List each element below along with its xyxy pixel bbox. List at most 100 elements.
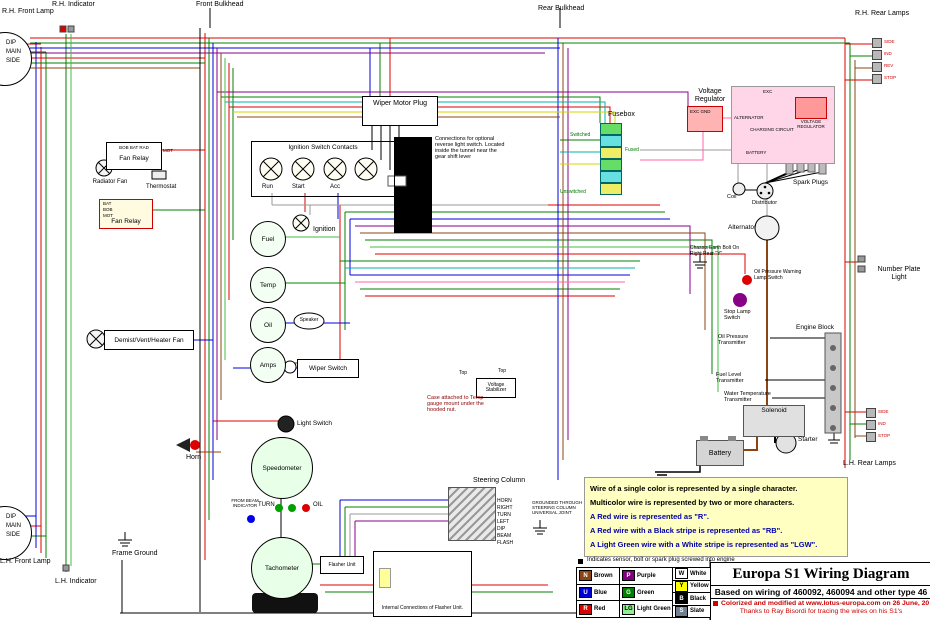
spark-plugs-label: Spark Plugs [793,179,829,186]
cluster-warning-lamps [247,504,310,523]
rh-lamp-side: SIDE [6,58,21,64]
fan-relay-2-row-bat: BAT [103,201,112,206]
legend-cell-yellow: Y Yellow [673,580,713,593]
oil-gauge-label: Oil [264,321,272,329]
legend-name-purple: Purple [637,572,656,579]
temp-gauge-label: Temp [260,281,276,289]
mot-terminal-label: MOT [163,148,173,153]
fuel-gauge: Fuel [250,221,286,257]
water-transmitter-label: Water Temperature Transmitter [724,391,771,404]
thermostat-label: Thermostat [146,184,177,190]
lh-lamp-dip: DIP [6,514,17,520]
yellow-wires [233,111,616,165]
rh-rear-side-label: SIDE [884,39,895,44]
flasher-internal-caption: Internal Connections of Flasher Unit. [381,605,464,611]
tachometer: Tachometer [251,537,313,599]
alternator-symbol [754,215,780,241]
lh-lamp-side: SIDE [6,532,21,538]
ignition-pos-run: Run [262,184,274,190]
stalk-dip: DIP [497,526,506,532]
demist-heater-fan: Demist/Vent/Heater Fan [104,330,194,350]
demist-heater-fan-label: Demist/Vent/Heater Fan [114,336,184,344]
legend-chip-r: R [579,603,592,615]
voltage-regulator-box: EXC GND [687,106,723,132]
stop-lamp-switch-symbol [733,293,747,307]
legend-name-light-green: Light Green [637,606,671,613]
oil-lamp-label: OIL [313,502,323,508]
speedometer-label: Speedometer [262,464,302,472]
fusebox-label: Fusebox [608,111,635,118]
legend-chip-g: G [622,587,635,598]
oil-gauge: Oil [250,307,286,343]
steering-column-shaft [448,487,496,541]
legend-cell-green: G Green [620,585,672,602]
ignition-pos-acc: Acc [330,184,341,190]
rh-lamp-dip: DIP [6,40,17,46]
rh-rear-connector-rev [872,62,882,72]
indicator-connectors [59,25,866,572]
flasher-unit: Flasher Unit [320,556,364,574]
voltage-stabilizer: Voltage Stabilizer [476,378,516,398]
steering-column-label: Steering Column [473,477,526,484]
stalk-turn: TURN [497,512,511,518]
lh-rear-connector-side [866,408,876,418]
alternator-label: Alternator [728,224,757,231]
light-green-wires [70,34,719,566]
starter-label: Starter [798,436,818,443]
light-switch-knob [277,415,295,433]
legend-chip-lg: LG [622,603,635,615]
fan-relay-1-label: Fan Relay [119,155,149,162]
fusebox-switched-label: Switched [570,132,591,138]
solenoid-label: Solenoid [761,407,787,414]
wiper-motor-plug-label: Wiper Motor Plug [372,100,428,107]
oil-warning-label: Oil Pressure Warning Lamp Switch [754,269,802,281]
top-marker-1: Top [459,370,468,376]
lh-lamp-main: MAIN [6,523,21,529]
flasher-internal-box: Internal Connections of Flasher Unit. [373,551,472,617]
amps-gauge: Amps [250,347,286,383]
cyan-wires [225,101,635,269]
turn-lamp-label: TURN [258,502,275,508]
legend-cell-white: W White [673,568,713,581]
coil-label: Coil [727,194,737,200]
diagram-title: Europa S1 Wiring Diagram [732,566,910,582]
thermostat-symbol [151,170,167,180]
fan-relay-2-label: Fan Relay [111,218,141,225]
speedometer: Speedometer [251,437,313,499]
legend-name-brown: Brown [594,572,613,579]
wire-note-2: Multicolor wire is represented by two or… [590,498,795,507]
beam-indicator-note: FROM BEAM INDICATOR [231,498,259,509]
legend-cell-purple: P Purple [620,568,672,585]
wire-note-3: A Red wire is represented as "R". [590,512,709,521]
amps-gauge-label: Amps [259,361,277,369]
green-wires [20,34,872,593]
charging-alternator-label: ALTERNATOR [734,115,764,120]
charging-circuit-label: CHARGING CIRCUIT [750,127,794,132]
legend-chip-n: N [579,570,592,582]
charging-battery-label: BATTERY [746,150,767,155]
stalk-left: LEFT [497,519,510,525]
rh-indicator-label: R.H. Indicator [52,1,95,8]
column-ground-note: GROUNDED THROUGH STEERING COLUMN UNIVERS… [532,500,583,516]
voltage-stabilizer-label: Voltage Stabilizer [485,381,507,393]
stop-lamp-switch-label: Stop Lamp Switch [724,309,751,322]
lh-rear-connector-stop [866,432,876,442]
fan-relay-1: BOB BAT RAD Fan Relay [106,142,162,170]
purple-wires [30,48,691,556]
legend-cell-red: R Red [577,601,619,617]
wire-color-legend: N Brown U Blue R Red P Purple G Green LG [576,567,714,618]
front-bulkhead-label: Front Bulkhead [196,1,244,8]
temp-gauge-note: Case attached to Temp gauge mount under … [427,395,484,414]
ignition-label: Ignition [313,226,336,233]
ignition-switch-contacts-box: Ignition Switch Contacts [251,141,395,197]
ignition-key-symbol [292,214,310,232]
tachometer-label: Tachometer [265,564,299,572]
rh-rear-rev-label: REV [884,63,894,68]
lh-rear-stop-label: STOP [878,433,891,438]
stalk-horn: HORN [497,498,512,504]
chassis-earth-label: Chassis Earth Bolt On Right Rear "Y" [690,245,740,257]
title-block: Europa S1 Wiring Diagram Based on wiring… [710,562,930,620]
legend-cell-brown: N Brown [577,568,619,585]
